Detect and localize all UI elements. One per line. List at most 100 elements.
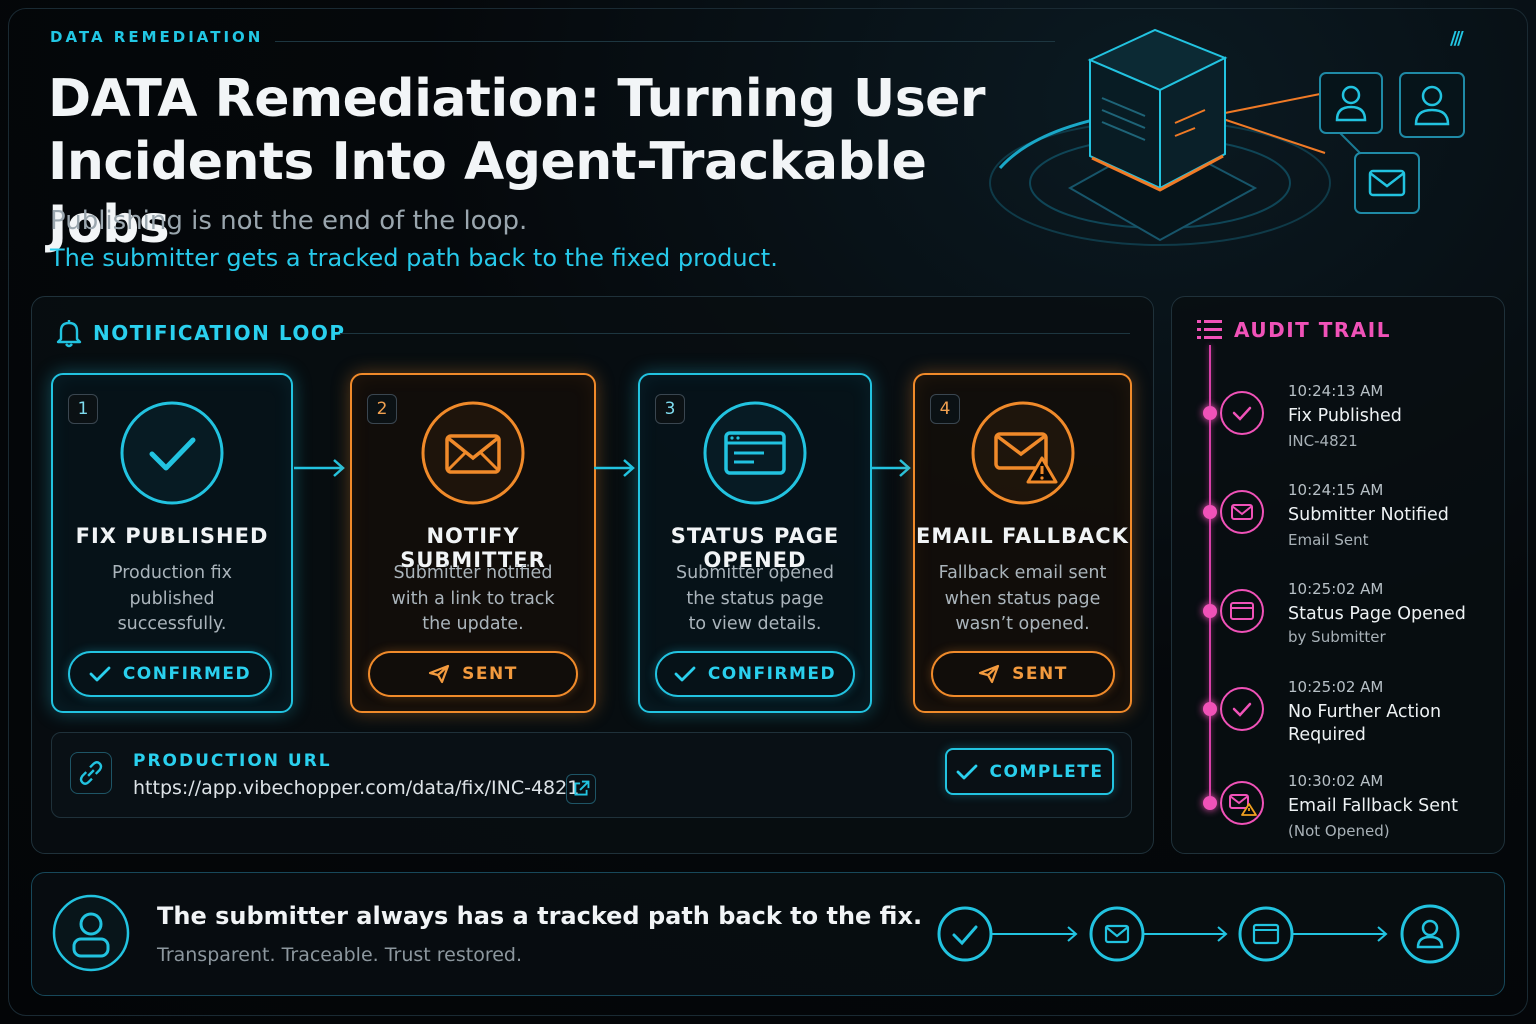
- audit-detail: Email Sent: [1288, 531, 1369, 549]
- audit-trail-heading: AUDIT TRAIL: [1196, 318, 1391, 342]
- arrow-right-icon: [991, 926, 1078, 942]
- page-subtitle: Publishing is not the end of the loop.: [50, 206, 528, 236]
- status-label: CONFIRMED: [707, 664, 837, 684]
- timeline-dot: [1203, 604, 1217, 618]
- status-pill-confirmed[interactable]: CONFIRMED: [68, 651, 272, 697]
- step-description: Production fix published successfully.: [111, 563, 233, 634]
- timeline-dot: [1203, 406, 1217, 420]
- browser-window-icon: [1238, 906, 1294, 962]
- step-title: FIX PUBLISHED: [75, 524, 269, 548]
- step-title: STATUS PAGE OPENED: [670, 524, 840, 572]
- timeline-dot: [1203, 796, 1217, 810]
- step-number: 1: [68, 394, 98, 424]
- step-card-fix-published[interactable]: 1 FIX PUBLISHED Production fix published…: [51, 373, 293, 713]
- audit-detail: INC-4821: [1288, 432, 1358, 450]
- server-cube-icon: [1087, 28, 1228, 192]
- user-icon: [1399, 72, 1465, 138]
- audit-trail-panel: [1171, 296, 1505, 854]
- step-card-email-fallback[interactable]: 4 EMAIL FALLBACK Fallback email sent whe…: [913, 373, 1132, 713]
- arrow-right-icon: [594, 459, 635, 477]
- step-description: Submitter opened the status page to view…: [675, 563, 834, 634]
- audit-event: Submitter Notified: [1288, 505, 1449, 525]
- audit-event: Email Fallback Sent: [1288, 796, 1459, 816]
- flow-summary: [937, 904, 1460, 964]
- slashes-decoration: ///: [1450, 28, 1464, 49]
- production-url-link[interactable]: https://app.vibechopper.com/data/fix/INC…: [133, 777, 580, 799]
- bell-icon: [56, 320, 82, 348]
- audit-event: Status Page Opened: [1288, 604, 1466, 624]
- user-icon: [1400, 904, 1460, 964]
- envelope-icon: [1089, 906, 1145, 962]
- step-card-status-page-opened[interactable]: 3 STATUS PAGE OPENED Submitter opened th…: [638, 373, 872, 713]
- status-pill-confirmed[interactable]: CONFIRMED: [655, 651, 855, 697]
- hero-illustration: [989, 28, 1465, 246]
- audit-event: Fix Published: [1288, 406, 1402, 426]
- step-description: Fallback email sent when status page was…: [938, 563, 1107, 634]
- check-icon: [1220, 391, 1264, 435]
- audit-time: 10:30:02 AM: [1288, 772, 1384, 790]
- page-title: DATA Remediation: Turning User Incidents…: [48, 69, 986, 255]
- status-pill-sent[interactable]: SENT: [931, 651, 1115, 697]
- step-description: Submitter notified with a link to track …: [391, 563, 555, 634]
- audit-detail: (Not Opened): [1288, 822, 1390, 840]
- envelope-warning-icon: [1220, 781, 1264, 825]
- step-number: 4: [930, 394, 960, 424]
- arrow-right-icon: [870, 459, 911, 477]
- arrow-right-icon: [1292, 926, 1388, 942]
- kicker-divider: [275, 41, 1055, 42]
- notification-loop-heading: NOTIFICATION LOOP: [55, 318, 346, 348]
- step-number: 2: [367, 394, 397, 424]
- audit-event: No Further Action Required: [1288, 702, 1442, 745]
- arrow-right-icon: [294, 459, 345, 477]
- audit-entry[interactable]: 10:30:02 AM Email Fallback Sent (Not Ope…: [1203, 772, 1493, 852]
- external-link-icon[interactable]: [566, 774, 596, 804]
- loop-heading-divider: [340, 333, 1130, 334]
- check-circle-icon: [120, 401, 224, 505]
- complete-label: COMPLETE: [989, 761, 1104, 782]
- check-icon: [937, 906, 993, 962]
- check-icon: [956, 764, 977, 779]
- user-icon: [1319, 72, 1383, 134]
- audit-entry[interactable]: 10:24:15 AM Submitter Notified Email Sen…: [1203, 481, 1493, 561]
- check-icon: [674, 666, 696, 682]
- link-icon: [70, 752, 112, 794]
- step-number: 3: [655, 394, 685, 424]
- summary-headline: The submitter always has a tracked path …: [157, 902, 923, 930]
- page-frame: [8, 8, 1528, 1016]
- audit-time: 10:25:02 AM: [1288, 678, 1384, 696]
- audit-entry[interactable]: 10:25:02 AM No Further Action Required: [1203, 678, 1493, 758]
- user-avatar-icon: [52, 894, 130, 972]
- status-label: SENT: [1012, 664, 1068, 684]
- send-icon: [429, 664, 450, 684]
- step-title: EMAIL FALLBACK: [916, 524, 1129, 548]
- kicker-label: DATA REMEDIATION: [50, 28, 264, 46]
- notification-loop-title: NOTIFICATION LOOP: [93, 321, 346, 345]
- audit-entry[interactable]: 10:25:02 AM Status Page Opened by Submit…: [1203, 580, 1493, 660]
- browser-window-icon: [1220, 589, 1264, 633]
- complete-button[interactable]: COMPLETE: [945, 748, 1114, 795]
- step-card-notify-submitter[interactable]: 2 NOTIFY SUBMITTER Submitter notified wi…: [350, 373, 596, 713]
- audit-entry[interactable]: 10:24:13 AM Fix Published INC-4821: [1203, 382, 1493, 462]
- envelope-icon: [1220, 490, 1264, 534]
- timeline-line: [1209, 345, 1211, 800]
- audit-time: 10:24:15 AM: [1288, 481, 1384, 499]
- timeline-dot: [1203, 702, 1217, 716]
- audit-trail-title: AUDIT TRAIL: [1234, 318, 1391, 342]
- status-label: CONFIRMED: [122, 664, 252, 684]
- envelope-warning-icon: [971, 401, 1074, 505]
- browser-window-icon: [703, 401, 807, 505]
- send-icon: [979, 664, 1000, 684]
- summary-tagline: Transparent. Traceable. Trust restored.: [157, 944, 523, 966]
- envelope-icon: [421, 401, 525, 505]
- list-icon: [1197, 320, 1222, 339]
- status-label: SENT: [462, 664, 518, 684]
- arrow-right-icon: [1143, 926, 1228, 942]
- step-title: NOTIFY SUBMITTER: [400, 524, 546, 572]
- audit-time: 10:24:13 AM: [1288, 382, 1384, 400]
- status-pill-sent[interactable]: SENT: [368, 651, 578, 697]
- audit-detail: by Submitter: [1288, 628, 1386, 646]
- timeline-dot: [1203, 505, 1217, 519]
- check-icon: [1220, 687, 1264, 731]
- production-url-label: PRODUCTION URL: [133, 751, 332, 771]
